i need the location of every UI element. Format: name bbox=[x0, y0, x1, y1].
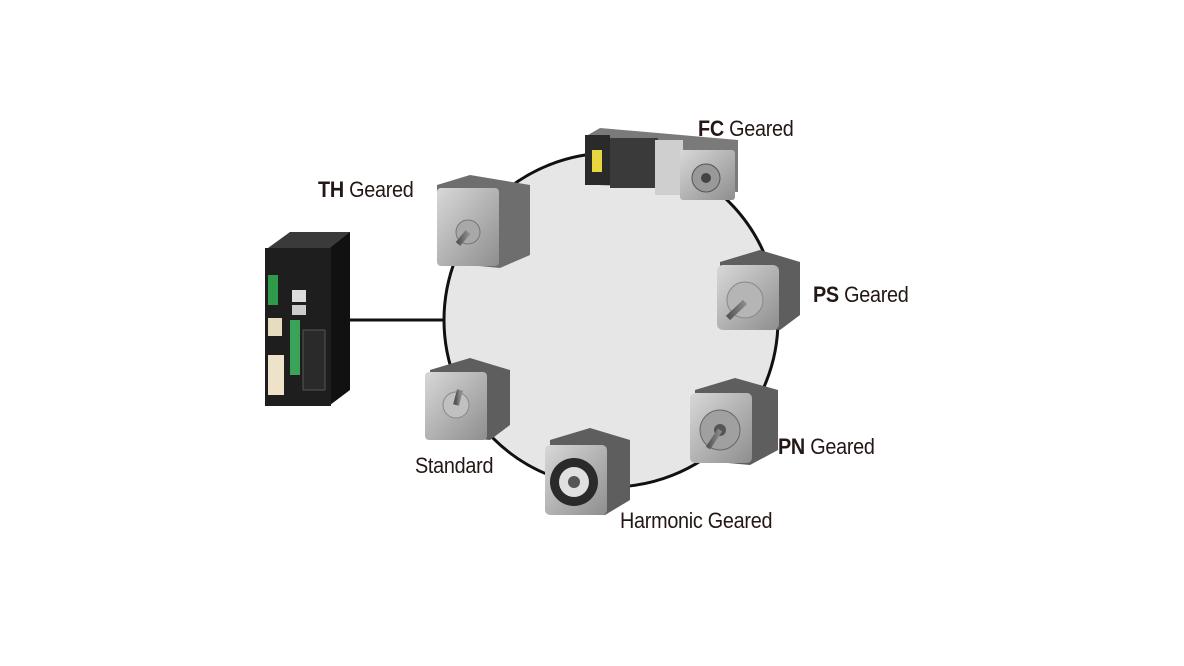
pn-geared-motor-image bbox=[690, 378, 778, 465]
label-fc-suffix: Geared bbox=[729, 116, 794, 141]
driver-unit bbox=[265, 232, 350, 406]
label-pn-geared: PN Geared bbox=[778, 434, 875, 460]
label-harmonic-geared: Harmonic Geared bbox=[620, 508, 772, 534]
label-harmonic-text: Harmonic Geared bbox=[620, 508, 773, 533]
label-th-suffix: Geared bbox=[349, 177, 414, 202]
fc-geared-motor-image bbox=[585, 128, 738, 200]
label-fc-prefix: FC bbox=[698, 116, 724, 141]
label-pn-prefix: PN bbox=[778, 434, 805, 459]
harmonic-geared-motor-image bbox=[545, 428, 630, 515]
label-th-prefix: TH bbox=[318, 177, 344, 202]
standard-motor-image bbox=[425, 358, 510, 440]
label-ps-prefix: PS bbox=[813, 282, 839, 307]
label-ps-geared: PS Geared bbox=[813, 282, 909, 308]
ps-geared-motor-image bbox=[717, 250, 800, 330]
label-pn-suffix: Geared bbox=[810, 434, 875, 459]
label-standard-text: Standard bbox=[415, 453, 494, 478]
label-ps-suffix: Geared bbox=[844, 282, 909, 307]
label-th-geared: TH Geared bbox=[318, 177, 414, 203]
label-standard: Standard bbox=[415, 453, 493, 479]
label-fc-geared: FC Geared bbox=[698, 116, 794, 142]
th-geared-motor-image bbox=[437, 175, 530, 268]
